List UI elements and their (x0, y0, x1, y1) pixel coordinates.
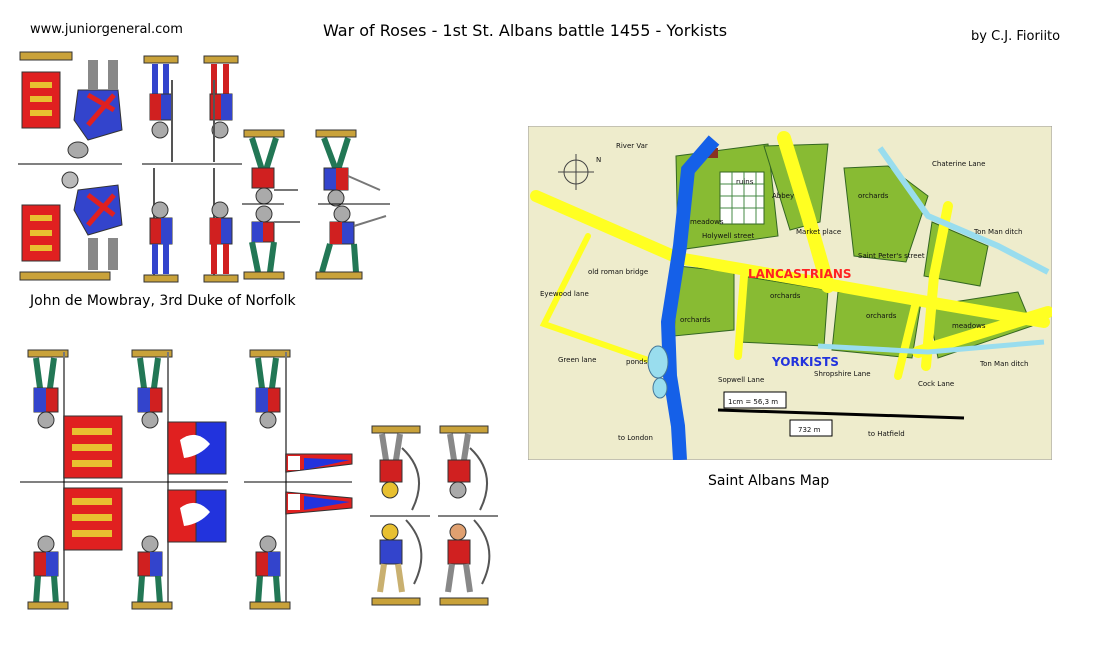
label-sopwell: Sopwell Lane (718, 376, 764, 384)
mounted-knight-bottom (19, 171, 123, 281)
label-yorkists: YORKISTS (771, 355, 839, 369)
label-eywood: Eyewood lane (540, 290, 589, 298)
label-meadows-2: meadows (952, 322, 986, 330)
distance-box (789, 419, 833, 437)
label-cock: Cock Lane (918, 380, 954, 388)
mounted-knight-top (19, 51, 123, 159)
label-market: Market place (796, 228, 841, 236)
abbey-building (706, 148, 718, 158)
label-north: N (596, 156, 601, 164)
label-to-london: to London (618, 434, 653, 442)
archers-group (370, 425, 498, 606)
label-ton-man-ditch-2: Ton Man ditch (979, 360, 1028, 368)
distance-line (717, 408, 965, 420)
standard-bearer-norfolk (20, 349, 124, 610)
label-meadows-1: meadows (690, 218, 724, 226)
abbey-grid (719, 171, 765, 225)
label-chaterine: Chaterine Lane (932, 160, 985, 168)
map-roads (530, 131, 1052, 380)
label-orchards-1: orchards (858, 192, 889, 200)
label-saint-peter: Saint Peter's street (858, 252, 925, 260)
swordsmen-group (242, 129, 390, 280)
ton-man-ditch-south (817, 339, 1045, 355)
label-ruins: ruins (736, 178, 754, 186)
compass-icon (558, 154, 594, 190)
label-scale: 1cm = 56,3 m (728, 398, 778, 406)
polearm-infantry-bottom (143, 168, 239, 283)
standard-bearer-pennon (244, 349, 353, 610)
river-var (660, 135, 720, 460)
label-river-var: River Var (616, 142, 648, 150)
label-ponds: ponds (626, 358, 648, 366)
norfolk-figure-group (18, 51, 390, 283)
standard-bearer-lion (124, 349, 228, 610)
label-roman-bridge: old roman bridge (588, 268, 648, 276)
page-title: War of Roses - 1st St. Albans battle 145… (323, 21, 728, 40)
label-green-lane: Green lane (558, 356, 596, 364)
label-holywell: Holywell street (702, 232, 755, 240)
pond-1 (647, 345, 669, 379)
label-shropshire: Shropshire Lane (814, 370, 871, 378)
label-abbey: Abbey (772, 192, 794, 200)
label-ton-man-ditch-1: Ton Man ditch (973, 228, 1022, 236)
site-url: www.juniorgeneral.com (30, 22, 183, 37)
label-lancastrians: LANCASTRIANS (748, 267, 852, 281)
pond-2 (652, 377, 668, 399)
label-orchards-3: orchards (680, 316, 711, 324)
label-to-hatfield: to Hatfield (868, 430, 905, 438)
label-orchards-4: orchards (866, 312, 897, 320)
saint-albans-map: River Var N ruins Abbey meadows Holywell… (528, 126, 1052, 460)
map-caption: Saint Albans Map (708, 473, 830, 489)
scale-box (723, 391, 787, 409)
polearm-infantry-top (143, 55, 239, 162)
ton-man-ditch-north (877, 146, 1050, 275)
figures-caption: John de Mowbray, 3rd Duke of Norfolk (30, 293, 296, 309)
label-orchards-2: orchards (770, 292, 801, 300)
author-credit: by C.J. Fioriito (971, 29, 1061, 44)
label-distance: 732 m (798, 426, 821, 434)
banner-and-archer-group (20, 349, 498, 610)
